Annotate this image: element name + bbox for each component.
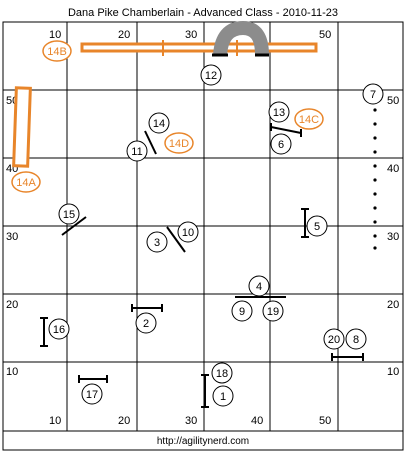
obstacle-marker-11: 11 [126, 140, 148, 162]
obstacle-marker-9: 9 [231, 300, 253, 322]
weave-poles [373, 108, 377, 250]
obstacle-number: 18 [216, 368, 228, 380]
obstacle-number: 14B [47, 46, 67, 58]
grid-label-right: 30 [387, 231, 399, 243]
obstacle-number: 16 [53, 324, 65, 336]
aframe-orange [12, 86, 32, 168]
obstacle-number: 4 [256, 281, 262, 293]
obstacle-marker-1: 1 [212, 385, 234, 407]
footer-url[interactable]: http://agilitynerd.com [157, 436, 249, 447]
obstacle-marker-19: 19 [262, 300, 284, 322]
grid-label-right: 40 [387, 163, 399, 175]
obstacle-marker-14A: 14A [11, 171, 41, 193]
obstacle-number: 5 [314, 221, 320, 233]
grid-label-top: 30 [185, 29, 197, 41]
obstacle-marker-13: 13 [268, 101, 290, 123]
ring-border [2, 21, 404, 451]
obstacle-marker-16: 16 [48, 318, 70, 340]
obstacle-marker-20: 20 [323, 328, 345, 350]
grid-label-left: 30 [6, 231, 18, 243]
course-title: Dana Pike Chamberlain - Advanced Class -… [68, 7, 338, 19]
grid-label-bottom: 40 [251, 415, 263, 427]
obstacle-marker-5: 5 [306, 215, 328, 237]
grid-label-bottom: 30 [185, 415, 197, 427]
obstacle-number: 13 [273, 107, 285, 119]
obstacle-marker-2: 2 [135, 312, 157, 334]
obstacle-number: 14D [169, 138, 189, 150]
obstacle-marker-8: 8 [345, 328, 367, 350]
jump-bars [40, 123, 364, 408]
grid-label-top: 50 [319, 29, 331, 41]
obstacle-marker-14C: 14C [294, 108, 324, 130]
obstacle-number: 7 [370, 89, 376, 101]
obstacle-number: 3 [154, 237, 160, 249]
grid-label-right: 20 [387, 299, 399, 311]
obstacle-number: 9 [239, 306, 245, 318]
tunnel [212, 20, 269, 57]
grid-label-left: 10 [6, 366, 18, 378]
obstacle-marker-4: 4 [248, 275, 270, 297]
grid-label-bottom: 10 [49, 415, 61, 427]
dogwalk-orange [80, 40, 318, 56]
obstacle-number: 10 [182, 227, 194, 239]
obstacle-number: 8 [353, 334, 359, 346]
grid-labels-bottom: 10 20 30 40 50 [49, 415, 331, 427]
obstacle-marker-17: 17 [81, 383, 103, 405]
grid-label-top: 10 [49, 29, 61, 41]
obstacle-number: 14C [299, 114, 319, 126]
obstacle-marker-14: 14 [148, 112, 170, 134]
obstacle-number: 1 [220, 391, 226, 403]
obstacle-number: 11 [131, 146, 142, 158]
obstacle-number: 17 [86, 389, 98, 401]
grid-label-bottom: 20 [118, 415, 130, 427]
obstacle-number: 14 [153, 118, 165, 130]
grid-label-top: 20 [118, 29, 130, 41]
grid-lines [3, 22, 403, 432]
grid-label-right: 10 [387, 366, 399, 378]
obstacle-marker-3: 3 [146, 231, 168, 253]
obstacle-number: 2 [143, 318, 149, 330]
obstacle-number: 15 [63, 209, 75, 221]
obstacle-marker-10: 10 [177, 221, 199, 243]
obstacle-marker-14B: 14B [42, 40, 72, 62]
obstacle-number: 14A [16, 177, 36, 189]
obstacle-marker-12: 12 [200, 64, 222, 86]
grid-labels-top: 10 20 30 40 50 [49, 29, 331, 41]
obstacle-number: 20 [328, 334, 340, 346]
obstacle-marker-7: 7 [362, 83, 384, 105]
obstacle-number: 6 [278, 139, 284, 151]
grid-labels-right: 50 40 30 20 10 [387, 95, 399, 378]
grid-label-right: 50 [387, 95, 399, 107]
obstacle-number: 12 [205, 70, 217, 82]
grid-label-left: 20 [6, 299, 18, 311]
obstacle-number: 19 [267, 306, 279, 318]
number-markers: 1 2 3 4 5 6 7 8 9 10 11 12 13 14 15 16 1… [48, 64, 384, 407]
obstacle-marker-6: 6 [270, 133, 292, 155]
obstacle-marker-14D: 14D [164, 132, 194, 154]
orange-markers: 14A 14B 14C 14D [11, 40, 324, 193]
grid-label-bottom: 50 [319, 415, 331, 427]
obstacle-marker-15: 15 [58, 203, 80, 225]
obstacle-marker-18: 18 [211, 362, 233, 384]
